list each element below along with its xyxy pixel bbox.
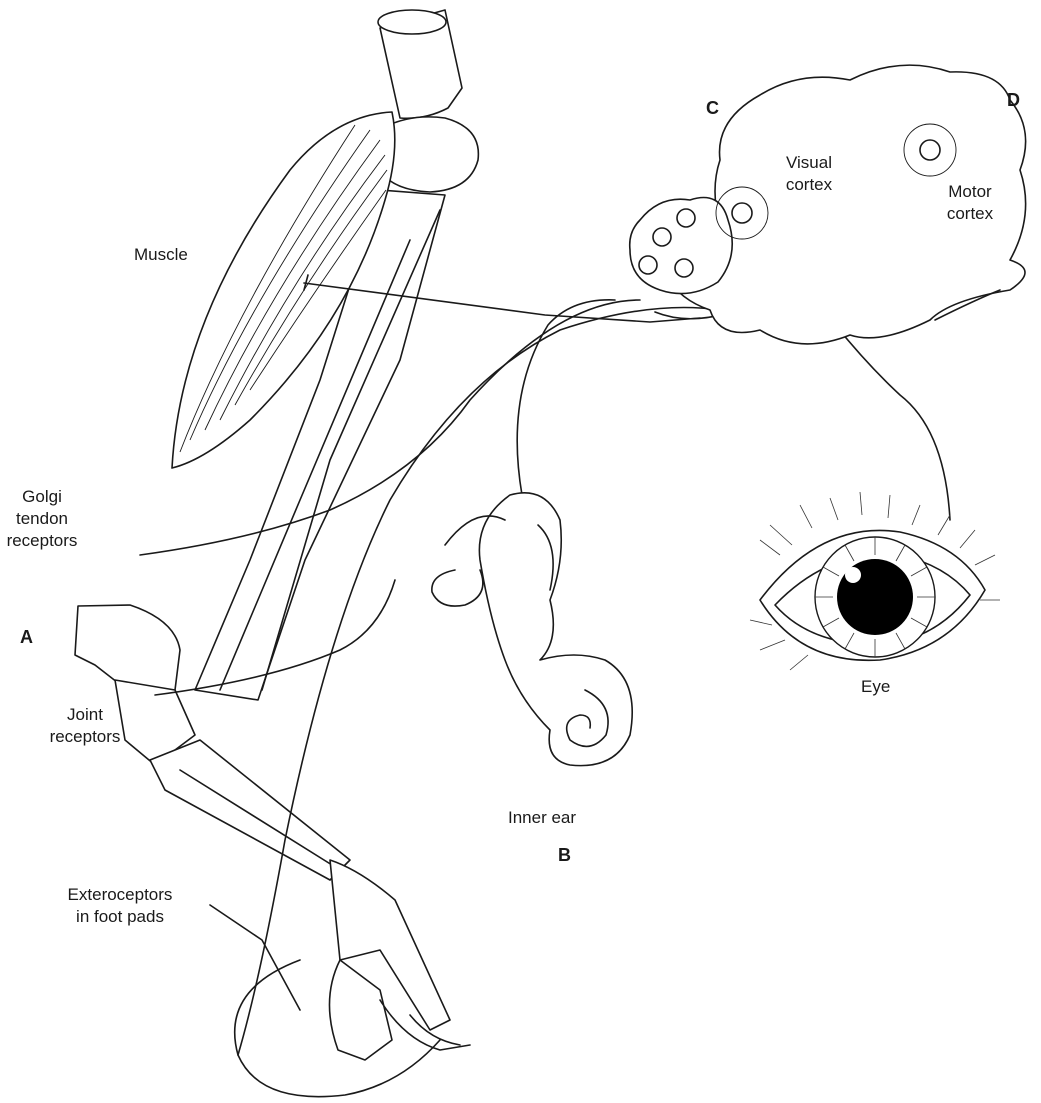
label-motor-line-1: Motor [935, 181, 1005, 203]
label-visual-line-1: Visual [774, 152, 844, 174]
eye-illustration [750, 492, 1000, 670]
panel-letter-a: A [20, 627, 33, 648]
label-golgi-line-3: receptors [0, 530, 84, 552]
label-inner-ear: Inner ear [508, 807, 576, 829]
label-visual-line-2: cortex [774, 174, 844, 196]
label-golgi-line-1: Golgi [0, 486, 84, 508]
label-motor-line-2: cortex [935, 203, 1005, 225]
label-golgi-line-2: tendon [0, 508, 84, 530]
label-muscle: Muscle [134, 244, 188, 266]
inner-ear-illustration [432, 493, 632, 766]
panel-letter-b: B [558, 845, 571, 866]
label-extero-line-2: in foot pads [58, 906, 182, 928]
panel-letter-c: C [706, 98, 719, 119]
label-joint-line-2: receptors [38, 726, 132, 748]
label-joint-line-1: Joint [38, 704, 132, 726]
panel-letter-d: D [1007, 90, 1020, 111]
label-golgi-tendon-receptors: Golgi tendon receptors [0, 486, 84, 552]
limb-illustration [75, 10, 478, 1097]
label-extero-line-1: Exteroceptors [58, 884, 182, 906]
label-exteroceptors: Exteroceptors in foot pads [58, 884, 182, 928]
label-eye: Eye [861, 676, 890, 698]
label-joint-receptors: Joint receptors [38, 704, 132, 748]
label-visual-cortex: Visual cortex [774, 152, 844, 196]
label-motor-cortex: Motor cortex [935, 181, 1005, 225]
